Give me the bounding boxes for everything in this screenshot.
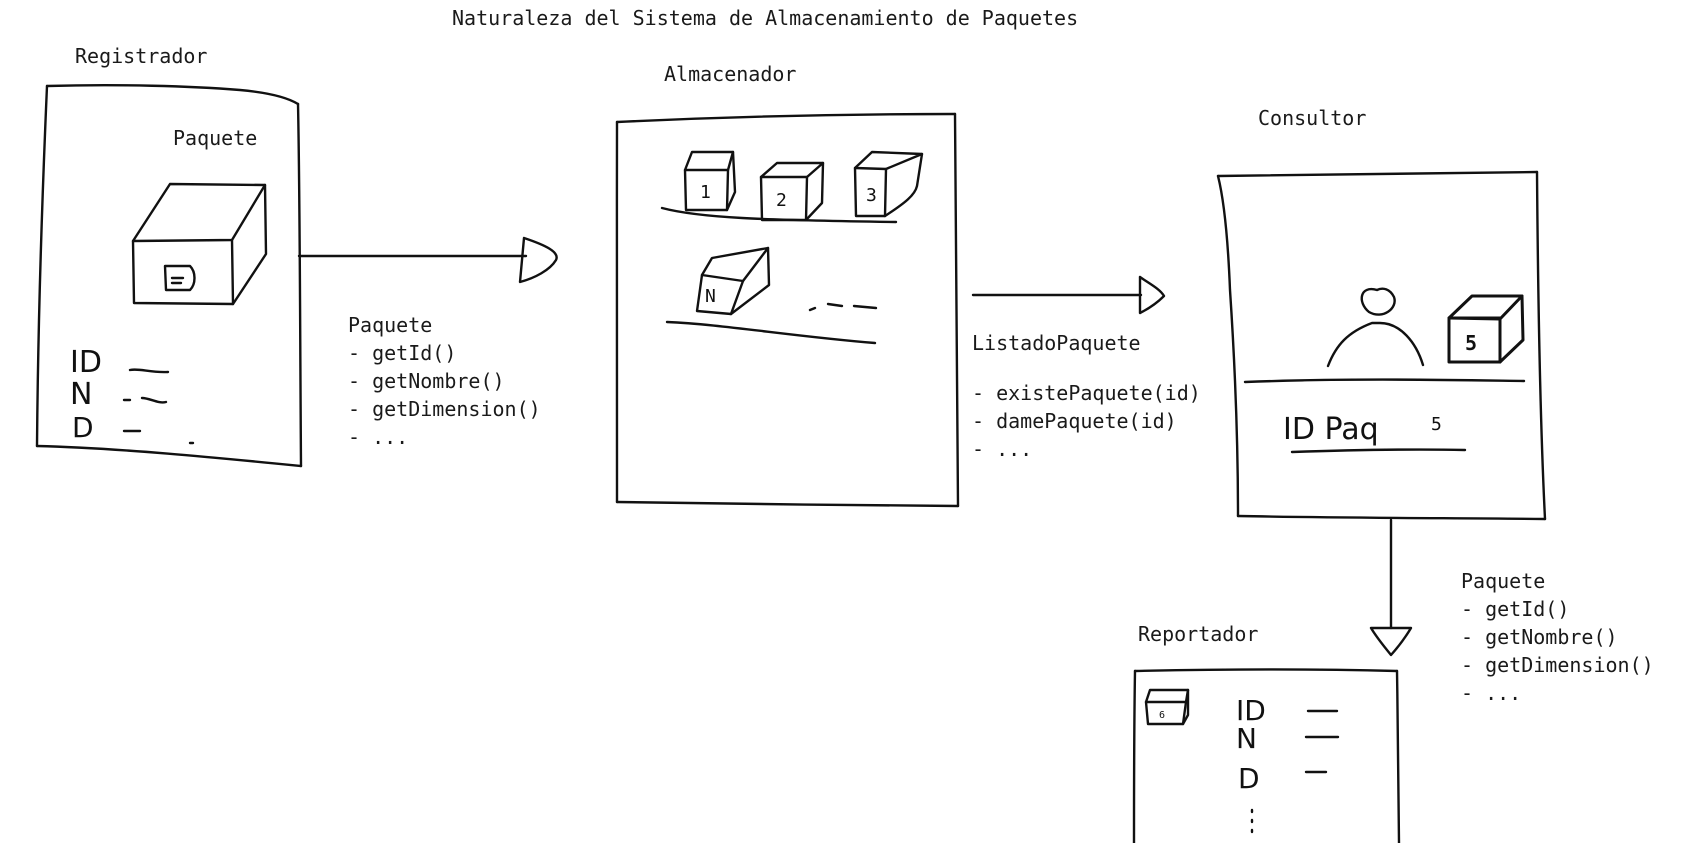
reportador-package-box: 6 [1144, 688, 1190, 726]
consultor-person-icon [1326, 287, 1425, 368]
almacenador-shelf [660, 206, 898, 345]
almacenador-title: Almacenador [664, 62, 797, 86]
stored-box-3: 3 [853, 150, 924, 218]
interface-con-rep-method: - getDimension() [1461, 653, 1654, 677]
interface-reg-alm-method: - getId() [348, 341, 457, 365]
arrow-alm-to-con [971, 275, 1166, 315]
stored-box-label: 2 [776, 190, 787, 211]
interface-con-rep-title: Paquete [1461, 569, 1546, 593]
reportador-field-mark: D [1238, 762, 1260, 795]
interface-reg-alm: Paquete - getId() - getNombre() - getDim… [348, 311, 541, 451]
interface-alm-con-method: - ... [972, 437, 1033, 461]
stored-box-label: N [705, 286, 716, 307]
interface-con-rep-method: - getNombre() [1461, 625, 1618, 649]
interface-alm-con-method: - existePaquete(id) [972, 381, 1201, 405]
consultor-package-box: 5 [1447, 294, 1525, 364]
registrador-field-mark: D [72, 411, 94, 444]
consultor-frame [1216, 170, 1547, 521]
reportador-field-marks: ID N D [1236, 694, 1340, 834]
registrador-frame [35, 84, 303, 468]
consultor-query-label: ID Paq [1283, 412, 1379, 447]
stored-box-label: 1 [700, 182, 711, 203]
interface-reg-alm-title: Paquete [348, 313, 433, 337]
registrador-title: Registrador [75, 44, 208, 68]
reportador-box-label: 6 [1159, 710, 1165, 721]
interface-con-rep-method: - getId() [1461, 597, 1570, 621]
reportador-field-mark: ID [1236, 694, 1266, 727]
interface-alm-con-title: ListadoPaquete [972, 331, 1141, 355]
stored-box-n: N [695, 246, 771, 316]
almacenador-frame [615, 112, 960, 508]
arrow-con-to-rep [1369, 518, 1413, 657]
interface-con-rep: Paquete - getId() - getNombre() - getDim… [1461, 567, 1654, 707]
interface-con-rep-method: - ... [1461, 681, 1522, 705]
reportador-title: Reportador [1138, 622, 1259, 646]
stored-box-1: 1 [683, 150, 737, 212]
reportador-frame [1132, 668, 1401, 843]
registrador-package-box [131, 182, 268, 306]
interface-alm-con-method: - damePaquete(id) [972, 409, 1177, 433]
consultor-query-value: 5 [1431, 414, 1442, 435]
registrador-field-mark: ID [70, 345, 102, 380]
consultor-title: Consultor [1258, 106, 1367, 130]
interface-reg-alm-method: - getDimension() [348, 397, 541, 421]
registrador-field-mark: N [70, 377, 92, 412]
stored-box-2: 2 [759, 161, 825, 222]
interface-alm-con: ListadoPaquete - existePaquete(id) - dam… [972, 329, 1201, 463]
registrador-package-label: Paquete [173, 126, 258, 150]
stored-box-label: 3 [866, 185, 877, 206]
reportador-field-mark: N [1236, 722, 1257, 755]
consultor-box-label: 5 [1465, 331, 1477, 355]
registrador-field-marks: ID N D [70, 345, 195, 445]
consultor-query: ID Paq 5 [1283, 412, 1467, 454]
diagram-title: Naturaleza del Sistema de Almacenamiento… [452, 6, 1079, 30]
interface-reg-alm-method: - ... [348, 425, 409, 449]
arrow-reg-to-alm [297, 236, 558, 284]
interface-reg-alm-method: - getNombre() [348, 369, 505, 393]
